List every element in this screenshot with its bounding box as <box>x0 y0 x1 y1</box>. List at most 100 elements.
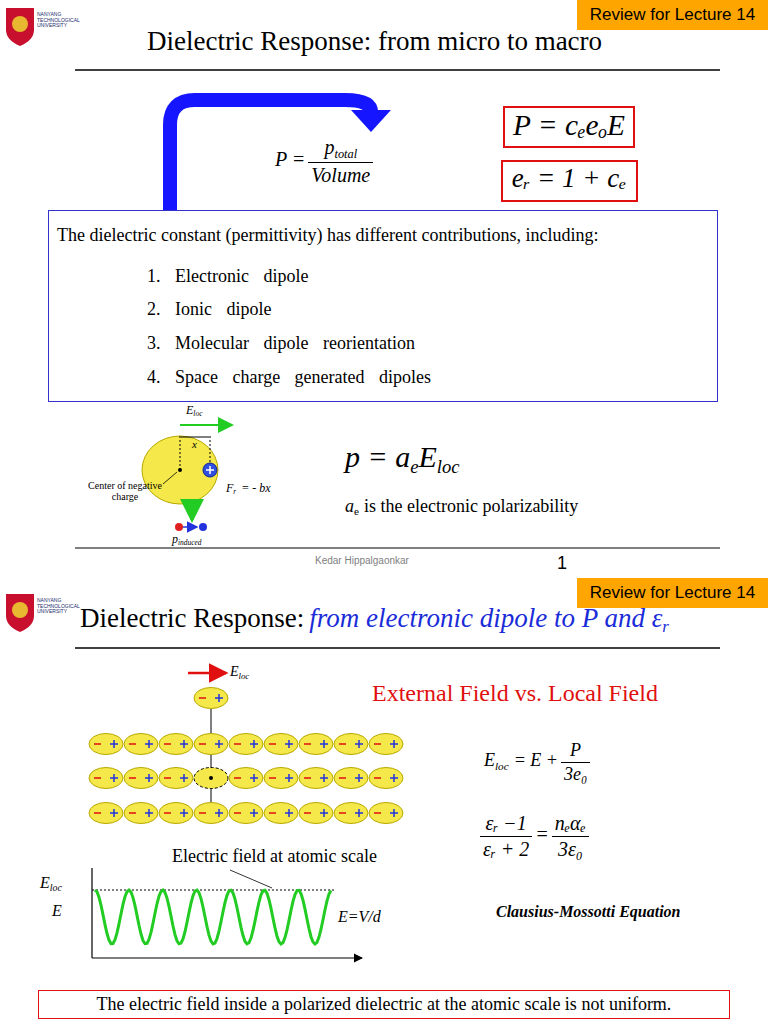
field-arrow <box>188 672 226 675</box>
subscript: total <box>334 147 357 161</box>
dipole-ellipse <box>194 803 228 824</box>
label-text: εᵣ −1 <box>486 812 527 834</box>
plus-sign <box>390 774 398 782</box>
minus-sign <box>129 812 136 814</box>
numerator: εᵣ −1 <box>480 812 532 837</box>
dipole-ellipse <box>369 768 403 789</box>
down-arrow <box>191 500 194 520</box>
label-text: = <box>535 823 549 845</box>
subscript: r <box>662 617 669 636</box>
minus-sign <box>234 812 241 814</box>
subscript: loc <box>193 409 202 418</box>
label-text: Kedar Hippalgaonkar <box>315 555 409 566</box>
plus-sign <box>285 774 293 782</box>
minus-sign <box>304 777 311 779</box>
label-text: E=V/d <box>338 908 381 925</box>
equation-box: P = cₑeₒE <box>503 106 635 148</box>
leader-line <box>163 472 177 484</box>
plus-sign <box>320 809 328 817</box>
minus-sign <box>199 697 206 699</box>
equation: Eloc= E +P3e₀ <box>484 740 593 784</box>
minus-sign <box>234 743 241 745</box>
dipole-ellipse <box>229 768 263 789</box>
minus-sign <box>94 777 101 779</box>
flow-arrow <box>170 100 371 212</box>
dipole-ellipse <box>194 734 228 755</box>
field-label: Eloc <box>186 404 202 419</box>
pointer-line <box>211 709 212 813</box>
subscript: e <box>410 456 418 477</box>
title-rule <box>75 69 720 71</box>
denominator: 3e₀ <box>561 763 590 785</box>
dipole-ellipse <box>264 803 298 824</box>
dipole-ellipse <box>299 803 333 824</box>
box-text: Review for Lecture 14 <box>590 583 755 603</box>
leader-line <box>230 870 272 888</box>
equation: p = aeEloc <box>345 440 460 477</box>
plus-sign <box>215 694 223 702</box>
minus-sign <box>269 812 276 814</box>
dipole-ellipse <box>264 768 298 789</box>
label-text: Dielectric Response: <box>80 603 304 633</box>
plus-sign <box>215 809 223 817</box>
denominator: 3ε₀ <box>552 837 589 861</box>
label-text: Electric field at atomic scale <box>172 846 377 866</box>
slide-title: Dielectric Response: from micro to macro <box>147 26 602 57</box>
plus-sign <box>250 774 258 782</box>
definition-text: aeis the electronic polarizability <box>345 496 578 518</box>
dipole-label: pinduced <box>172 533 202 548</box>
subscript: loc <box>239 671 250 681</box>
equation-name: Clausius-Mossotti Equation <box>496 903 681 921</box>
dipole-ellipse <box>369 734 403 755</box>
label-text: p = a <box>345 440 410 473</box>
review-tag: Review for Lecture 14 <box>577 578 768 608</box>
graph-axis <box>91 868 92 958</box>
axis-label: Eloc <box>40 874 62 893</box>
footer-author: Kedar Hippalgaonkar <box>315 555 409 567</box>
plus-sign <box>180 740 188 748</box>
minus-sign <box>164 743 171 745</box>
label-text: p <box>324 136 334 158</box>
label-text: 1 <box>557 553 567 573</box>
plus-sign <box>285 809 293 817</box>
plus-sign <box>180 809 188 817</box>
plus-sign <box>145 740 153 748</box>
minus-sign <box>199 743 206 745</box>
plus-sign <box>215 740 223 748</box>
label-text: E <box>40 874 50 891</box>
minus-sign <box>164 812 171 814</box>
dipole-ellipse <box>334 803 368 824</box>
numerator: ptotal <box>308 136 373 163</box>
minus-sign <box>269 777 276 779</box>
plus-sign <box>390 809 398 817</box>
plus-sign <box>180 774 188 782</box>
list-item: 4. Space charge generated dipoles <box>147 367 709 388</box>
dipole-ellipse <box>89 768 123 789</box>
page-number: 1 <box>557 553 567 574</box>
note-box: The electric field inside a polarized di… <box>38 990 730 1019</box>
logo-shield <box>6 8 34 46</box>
label-text: E <box>419 440 437 473</box>
dipole-ellipse <box>229 734 263 755</box>
label-text: E <box>484 750 495 770</box>
label-text: 3e₀ <box>564 764 587 784</box>
dipole-ellipse <box>334 734 368 755</box>
dimension-line <box>181 437 209 438</box>
axis-label: E <box>52 902 62 920</box>
dipole-ellipse <box>159 803 193 824</box>
label-text: a <box>345 496 354 516</box>
label-text: p <box>172 532 178 546</box>
label-text: is the electronic polarizability <box>364 496 578 516</box>
label-text: NANYANG TECHNOLOGICAL UNIVERSITY <box>37 11 80 28</box>
plus-sign <box>285 740 293 748</box>
dipole-lattice <box>89 688 403 824</box>
minus-sign <box>374 743 381 745</box>
box-text: P = cₑeₒE <box>513 109 625 143</box>
label-text: E <box>230 664 239 679</box>
field-wave <box>95 890 331 944</box>
logo-lion <box>12 602 28 618</box>
label-text: εᵣ + 2 <box>483 838 529 860</box>
dipole-ellipse <box>159 768 193 789</box>
plus-sign <box>250 809 258 817</box>
